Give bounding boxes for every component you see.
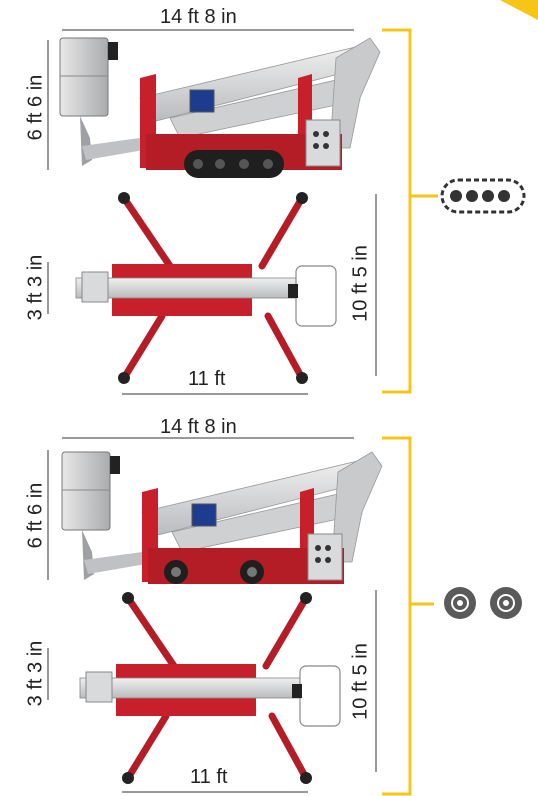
bracket-tracked xyxy=(382,28,412,394)
outrigger-width-label: 11 ft xyxy=(190,766,228,788)
wheels-icon xyxy=(444,587,522,619)
stowed-height-label: 6 ft 6 in xyxy=(24,74,47,141)
track-assembly xyxy=(184,150,284,178)
outrigger-length-label: 10 ft 5 in xyxy=(349,643,372,720)
width-label: 3 ft 3 in xyxy=(24,254,47,321)
outrigger-length-label: 10 ft 5 in xyxy=(349,245,372,322)
overall-length-label: 14 ft 8 in xyxy=(160,416,237,438)
corner-accent xyxy=(500,0,538,20)
stowed-height-label: 6 ft 6 in xyxy=(24,482,47,549)
machine-top-view-wheeled xyxy=(80,592,340,784)
track-icon xyxy=(440,178,526,214)
overall-length-label: 14 ft 8 in xyxy=(160,6,237,28)
machine-top-view-tracked xyxy=(76,192,336,384)
machine-side-view-wheeled xyxy=(61,451,383,585)
outrigger-width-label: 11 ft xyxy=(188,368,226,390)
bracket-wheeled xyxy=(382,436,412,796)
width-label: 3 ft 3 in xyxy=(24,640,47,707)
